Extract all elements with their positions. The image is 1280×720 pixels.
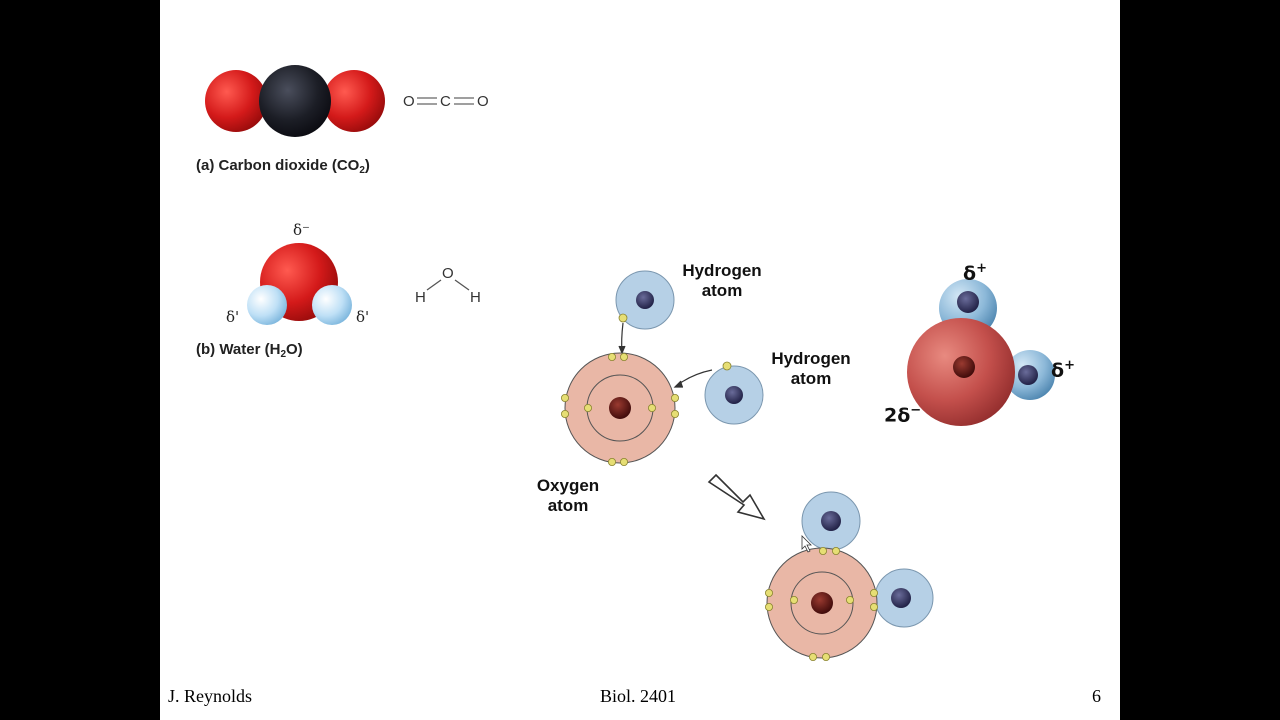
water-polar-model [907,279,1055,426]
mouse-cursor-icon [801,535,812,553]
hydrogen-label-top-line1: Hydrogen [682,261,762,280]
water-caption: (b) Water (H2O) [196,341,303,360]
co2-caption-subscript: 2 [359,165,365,176]
hydrogen-atom-label-right: Hydrogen atom [761,349,861,389]
hydrogen-label-right-line2: atom [790,369,832,388]
water-single-bonds [426,279,470,291]
co2-double-bonds [417,97,474,105]
oxygen-label-line1: Oxygen [536,476,600,495]
water-delta-right: δ' [356,308,370,326]
delta-minus: 2δ− [884,403,921,426]
water-caption-subscript: 2 [280,349,286,360]
oxygen-label-line2: atom [547,496,589,515]
hydrogen-atom-label-top: Hydrogen atom [672,261,772,301]
delta-plus-top-symbol: δ [963,262,977,285]
delta-minus-sign: − [910,403,922,418]
footer-course: Biol. 2401 [600,686,677,706]
delta-plus-right: δ+ [1051,358,1075,381]
co2-caption-suffix: ) [364,157,370,174]
co2-formula-o1: O [403,93,415,110]
water-delta-top: δ⁻ [293,221,310,239]
water-bohr-model [765,491,934,662]
hydrogen-atom-right [704,361,764,425]
oxygen-atom [560,352,679,466]
hydrogen-label-right-line1: Hydrogen [771,349,851,368]
diagram-graphics [205,65,1055,662]
delta-plus-top-sign: + [976,261,987,276]
co2-caption: (a) Carbon dioxide (CO2) [196,157,370,176]
footer-page-number: 6 [1092,686,1101,706]
co2-formula-o2: O [477,93,489,110]
slide: O C O (a) Carbon dioxide (CO2) δ⁻ δ' δ' … [160,0,1120,720]
water-space-filling-model [247,243,352,325]
co2-caption-text: (a) Carbon dioxide (CO [196,157,360,174]
hydrogen-label-top-line2: atom [701,281,743,300]
delta-plus-right-symbol: δ [1051,359,1065,382]
co2-formula-c: C [440,93,451,110]
footer-author: J. Reynolds [168,686,253,706]
co2-space-filling-model [205,65,385,137]
water-caption-text: (b) Water (H [196,341,281,358]
water-formula-o: O [442,265,454,282]
water-formula-h2: H [470,289,481,306]
water-caption-suffix: O) [286,341,303,358]
delta-minus-symbol: 2δ [884,404,911,427]
hydrogen-atom-top [615,270,675,330]
water-delta-left: δ' [226,308,240,326]
water-formula-h1: H [415,289,426,306]
delta-plus-top: δ+ [963,261,987,284]
delta-plus-right-sign: + [1064,358,1075,373]
reaction-arrow [707,473,766,521]
oxygen-atom-label: Oxygen atom [518,476,618,516]
